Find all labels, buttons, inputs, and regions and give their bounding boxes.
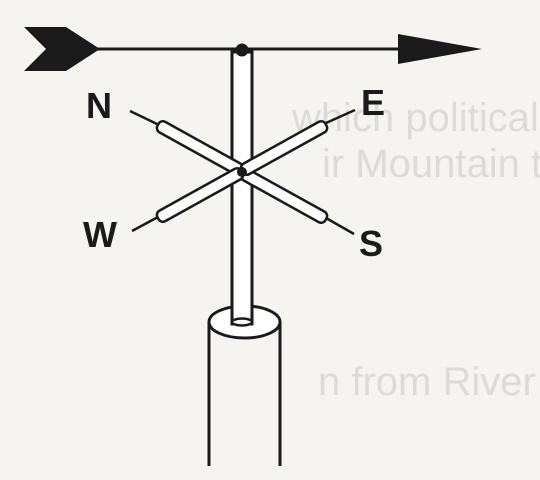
- bleed-through-text-2: ir Mountain tune: [322, 142, 540, 186]
- compass-letter-south: S: [359, 223, 383, 264]
- compass-letter-north: N: [86, 85, 112, 126]
- arrow-tail-icon: [24, 27, 100, 71]
- arrow-pointer: [24, 27, 482, 71]
- compass-letter-west: W: [83, 214, 117, 255]
- bleed-through-text-3: n from River Nile?: [318, 360, 540, 404]
- central-rod: [230, 50, 254, 327]
- compass-letter-east: E: [361, 82, 385, 123]
- arms-hub: [237, 167, 247, 177]
- arrow-head-icon: [398, 34, 482, 64]
- support-post: [207, 304, 282, 466]
- bleed-through-text-1: which political parties ha: [292, 96, 540, 140]
- pivot-cap: [235, 43, 249, 57]
